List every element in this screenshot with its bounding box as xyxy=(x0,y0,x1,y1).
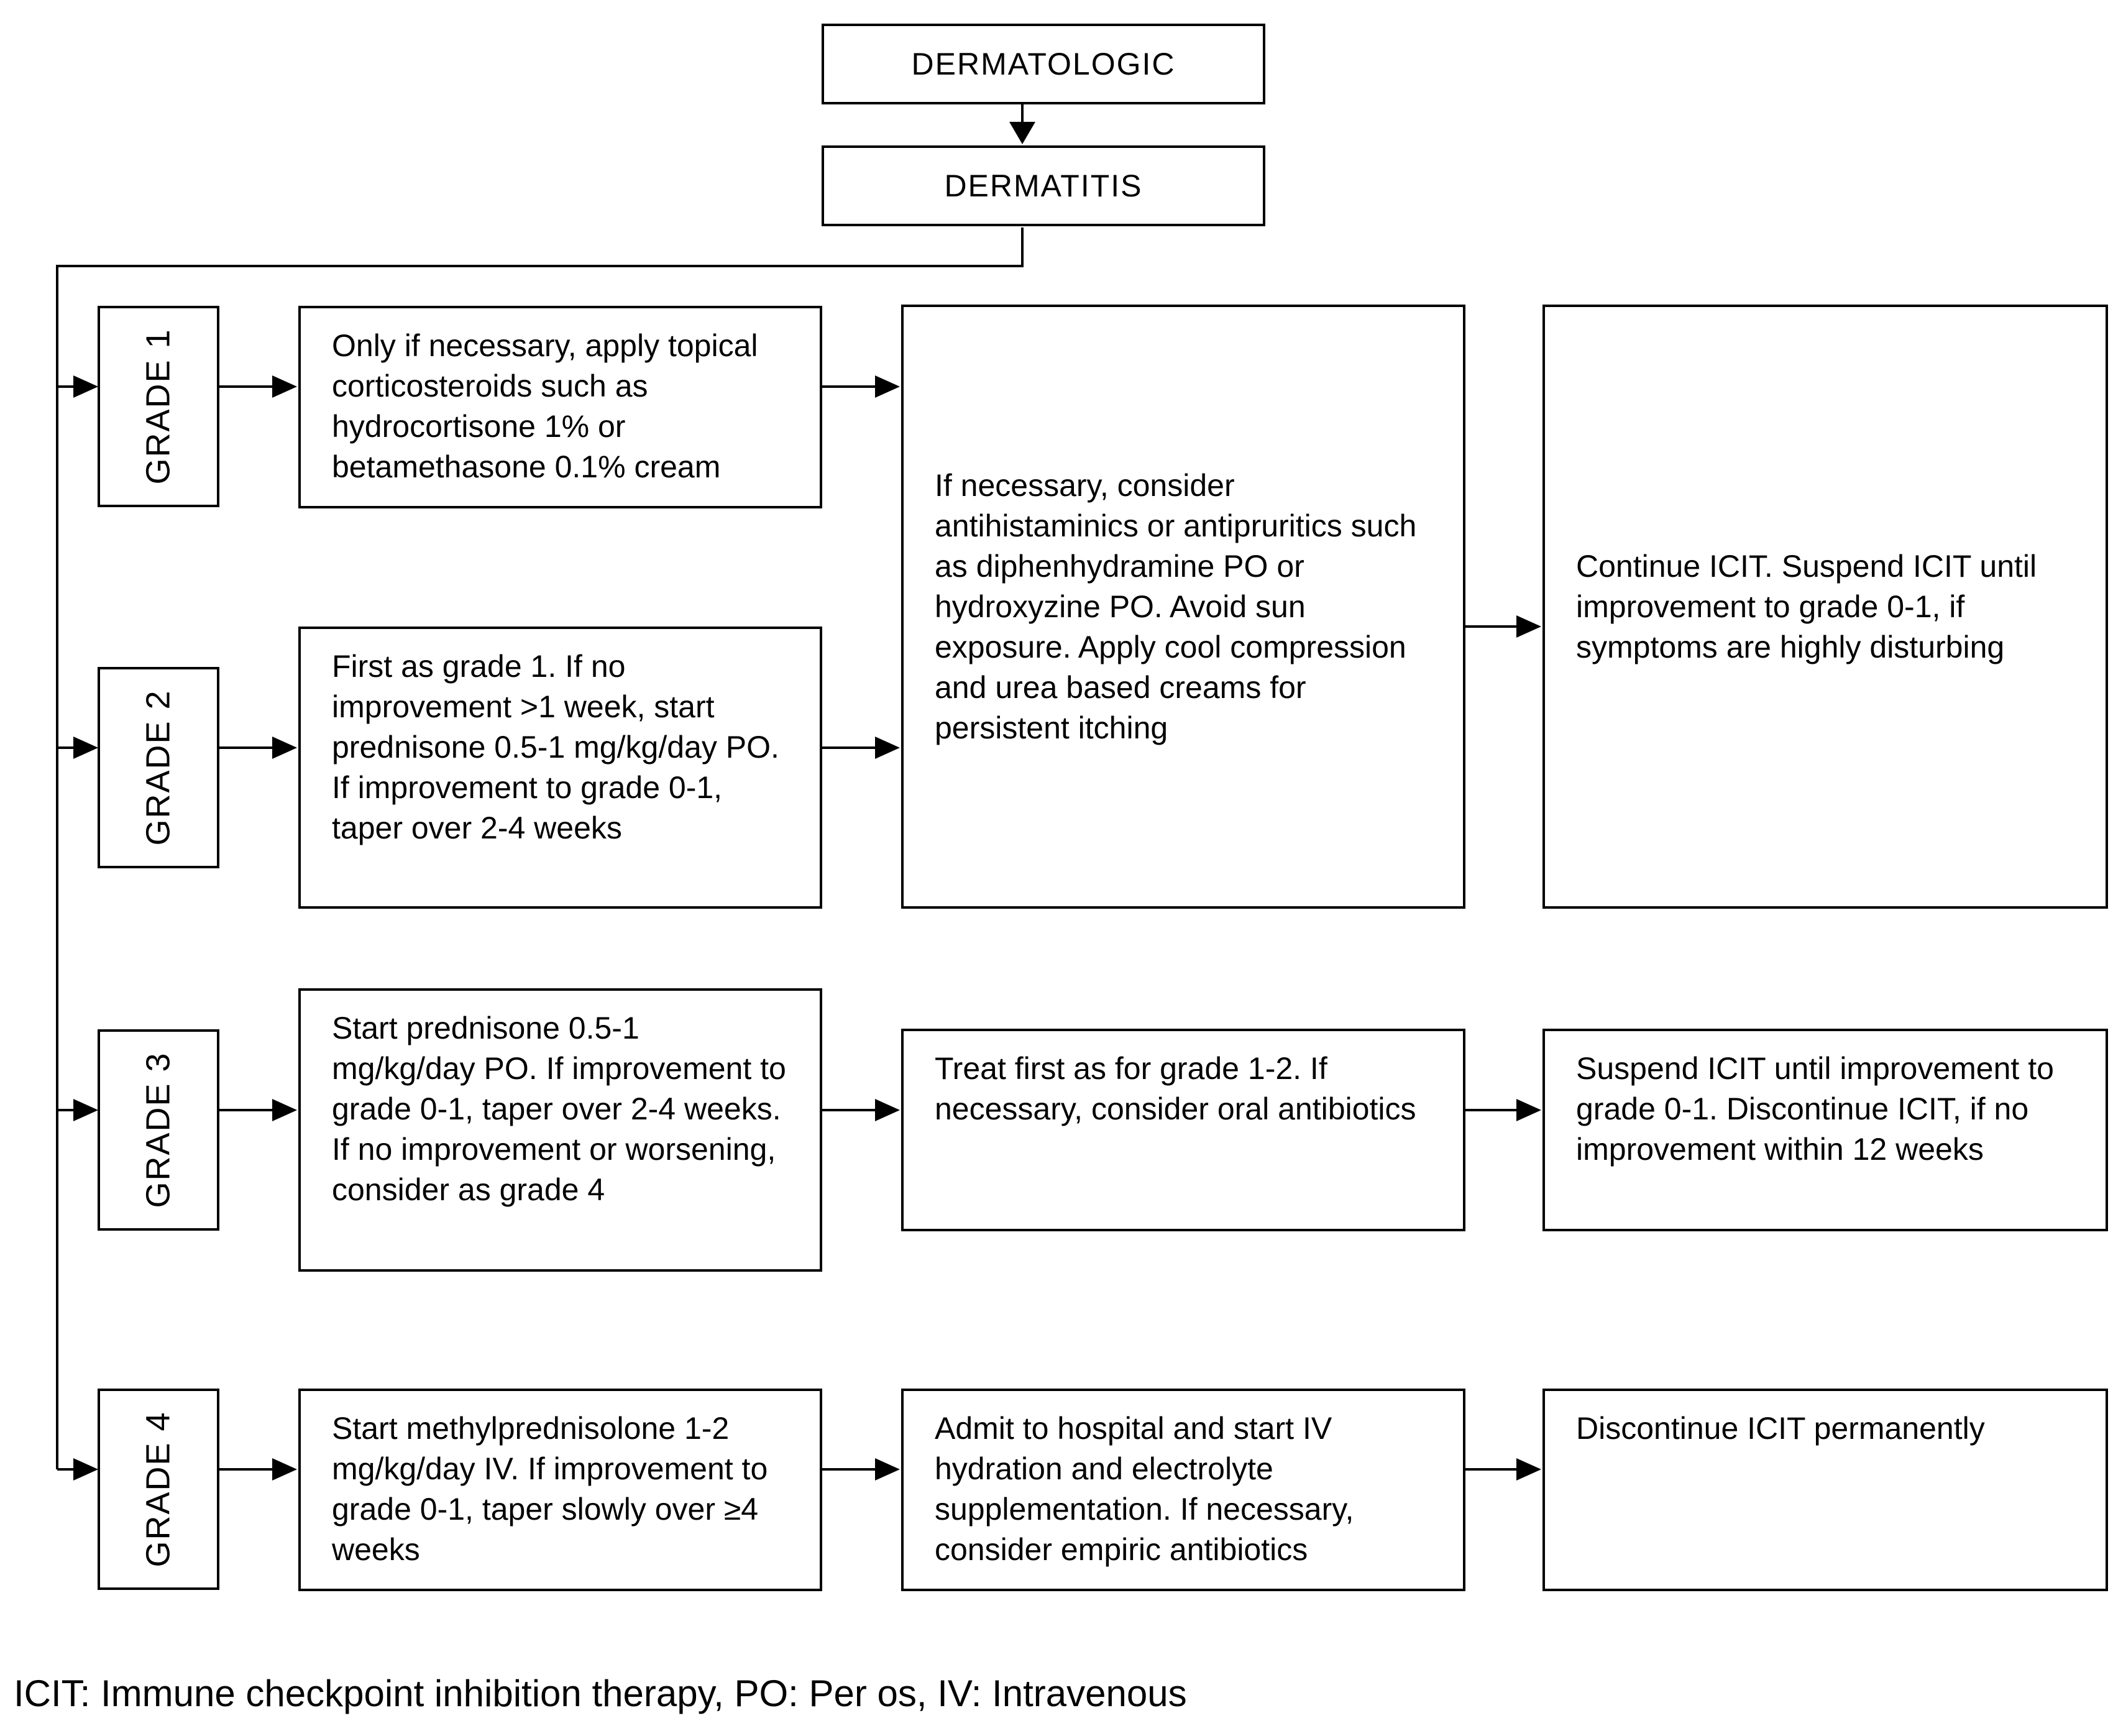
grade-3-icit-box: Suspend ICIT until improvement to grade … xyxy=(1542,1029,2108,1231)
arrowhead xyxy=(875,737,900,759)
arrowhead xyxy=(1009,122,1035,144)
grade-4-supportive-box: Admit to hospital and start IV hydration… xyxy=(901,1389,1465,1591)
grade-1-2-supportive-text: If necessary, consider antihistaminics o… xyxy=(935,467,1417,745)
grade-4-label: GRADE 4 xyxy=(140,1411,178,1568)
grade-3-treatment-box: Start prednisone 0.5-1 mg/kg/day PO. If … xyxy=(298,988,822,1272)
arrowhead xyxy=(272,1458,297,1481)
arrowhead xyxy=(272,737,297,759)
arrowhead xyxy=(875,1099,900,1121)
grade-2-treatment-box: First as grade 1. If no improvement >1 w… xyxy=(298,627,822,909)
dermatologic-box: DERMATOLOGIC xyxy=(822,24,1265,104)
arrowhead xyxy=(73,1099,98,1121)
grade-2-label: GRADE 2 xyxy=(140,689,178,846)
dermatologic-label: DERMATOLOGIC xyxy=(911,47,1176,81)
arrowhead xyxy=(272,1099,297,1121)
grade-1-treatment-box: Only if necessary, apply topical cortico… xyxy=(298,306,822,508)
grade-2-box: GRADE 2 xyxy=(98,667,219,868)
grade-4-supportive-text: Admit to hospital and start IV hydration… xyxy=(935,1411,1354,1567)
arrowhead xyxy=(1516,1458,1541,1481)
grade-3-supportive-text: Treat first as for grade 1-2. If necessa… xyxy=(935,1051,1416,1126)
connector-trunk xyxy=(56,227,1024,1469)
grade-4-icit-box: Discontinue ICIT permanently xyxy=(1542,1389,2108,1591)
arrowhead xyxy=(875,1458,900,1481)
grade-1-box: GRADE 1 xyxy=(98,306,219,507)
arrowhead xyxy=(1516,1099,1541,1121)
grade-3-treatment-text: Start prednisone 0.5-1 mg/kg/day PO. If … xyxy=(332,1011,786,1207)
grade-3-box: GRADE 3 xyxy=(98,1029,219,1231)
arrowhead xyxy=(1516,615,1541,638)
dermatitis-label: DERMATITIS xyxy=(944,168,1143,203)
grade-1-2-supportive-box: If necessary, consider antihistaminics o… xyxy=(901,305,1465,909)
grade-2-treatment-text: First as grade 1. If no improvement >1 w… xyxy=(332,649,779,845)
footnote: ICIT: Immune checkpoint inhibition thera… xyxy=(14,1673,1187,1714)
grade-3-label: GRADE 3 xyxy=(140,1052,178,1208)
grade-4-treatment-text: Start methylprednisolone 1-2 mg/kg/day I… xyxy=(332,1411,768,1567)
grade-1-2-icit-box: Continue ICIT. Suspend ICIT until improv… xyxy=(1542,305,2108,909)
grade-4-box: GRADE 4 xyxy=(98,1389,219,1590)
dermatitis-box: DERMATITIS xyxy=(822,145,1265,226)
arrowhead xyxy=(875,375,900,398)
arrowhead xyxy=(272,375,297,398)
arrowhead xyxy=(73,1458,98,1481)
grade-3-icit-text: Suspend ICIT until improvement to grade … xyxy=(1576,1051,2054,1167)
grade-1-label: GRADE 1 xyxy=(140,328,178,485)
grade-4-treatment-box: Start methylprednisolone 1-2 mg/kg/day I… xyxy=(298,1389,822,1591)
grade-1-treatment-text: Only if necessary, apply topical cortico… xyxy=(332,328,758,484)
arrowhead xyxy=(73,375,98,398)
arrowhead xyxy=(73,737,98,759)
grade-1-2-icit-text: Continue ICIT. Suspend ICIT until improv… xyxy=(1576,548,2037,664)
grade-3-supportive-box: Treat first as for grade 1-2. If necessa… xyxy=(901,1029,1465,1231)
grade-4-icit-text: Discontinue ICIT permanently xyxy=(1576,1411,1985,1446)
